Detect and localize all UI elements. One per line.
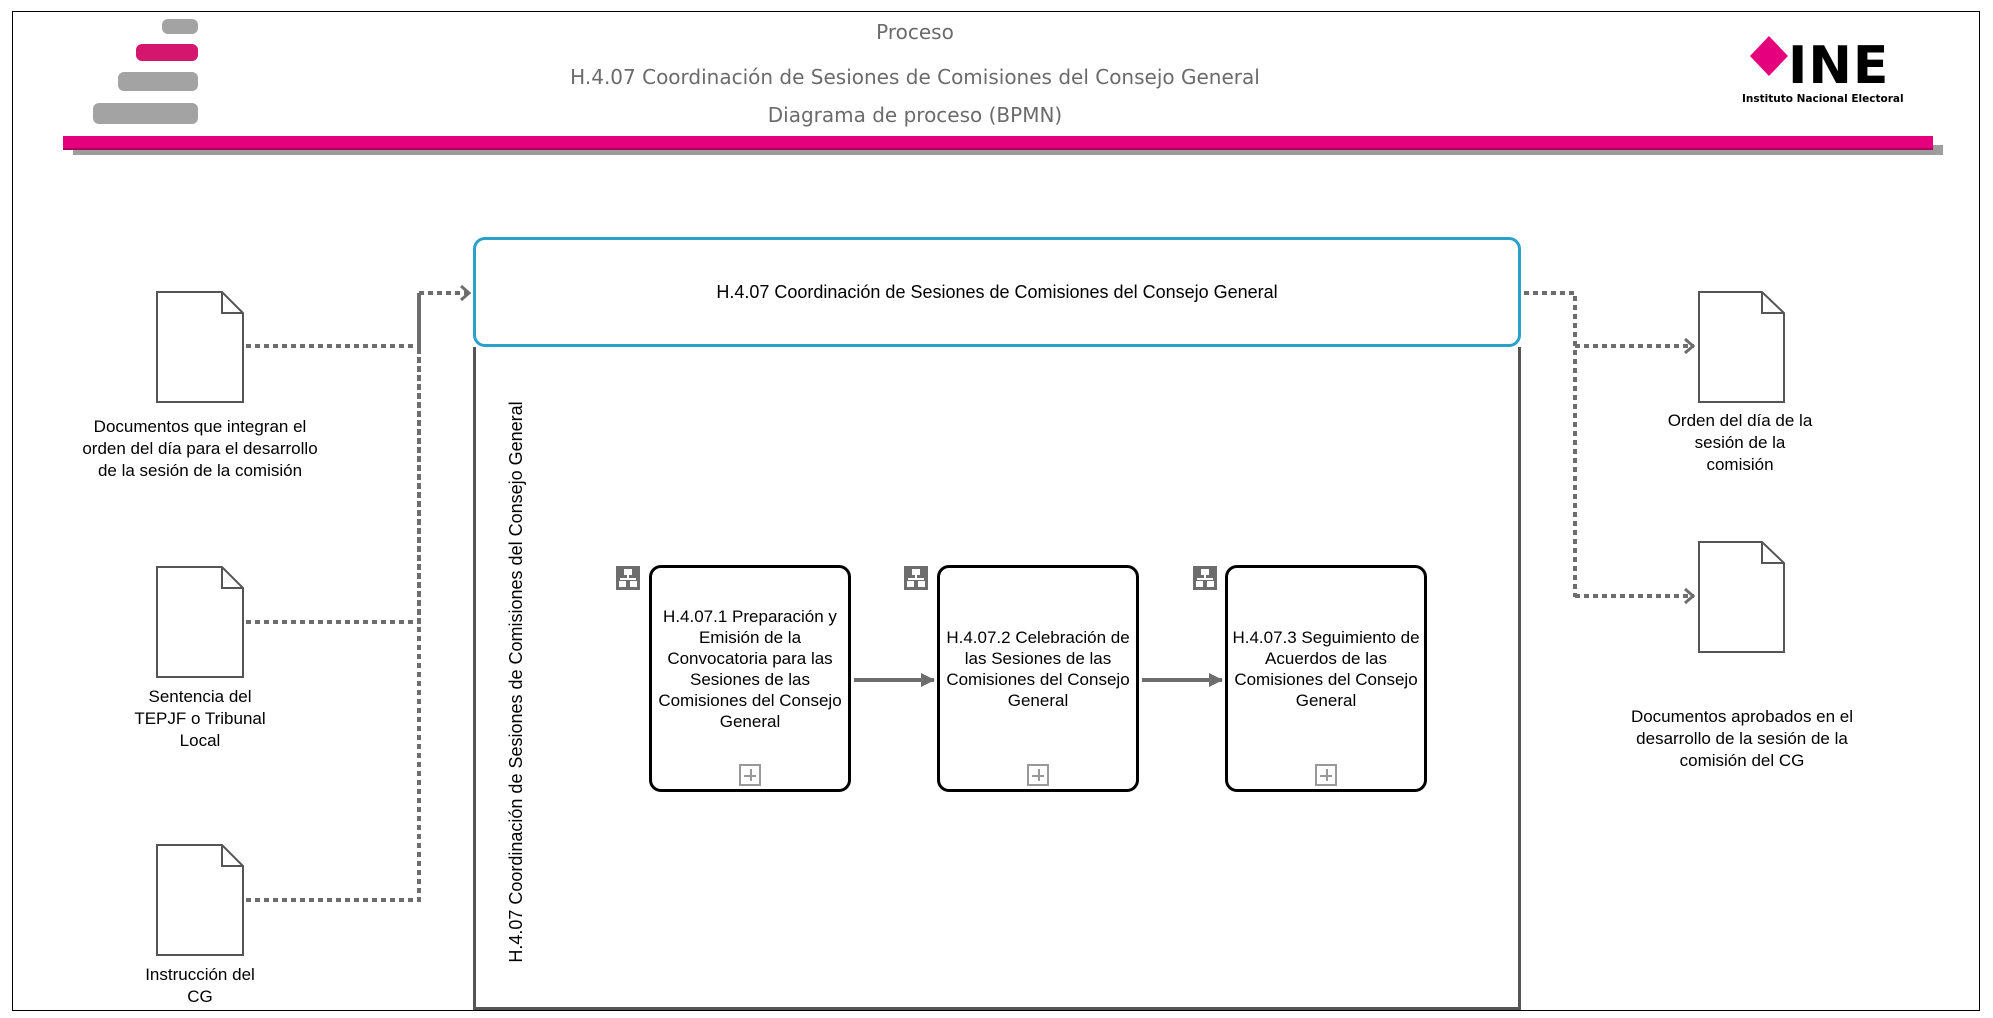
- task-celebracion-sesiones[interactable]: H.4.07.2 Celebración de las Sesiones de …: [937, 565, 1139, 792]
- task-label: H.4.07.1 Preparación y Emisión de la Con…: [658, 606, 842, 731]
- document-icon-input-1: [156, 291, 244, 403]
- input-connector-1: [246, 293, 421, 348]
- output-label-2: Documentos aprobados en el desarrollo de…: [1630, 707, 1854, 770]
- task-seguimiento-acuerdos[interactable]: H.4.07.3 Seguimiento de Acuerdos de las …: [1225, 565, 1427, 792]
- document-icon-output-1: [1698, 291, 1785, 403]
- process-header-label: H.4.07 Coordinación de Sesiones de Comis…: [716, 281, 1278, 302]
- header-band-shadow: [73, 145, 1943, 155]
- subprocess-icon: [904, 566, 928, 590]
- header-diagram-type: Diagrama de proceso (BPMN): [767, 103, 1063, 127]
- document-icon-input-2: [156, 566, 244, 678]
- input-label-3: Instrucción del CG: [145, 965, 255, 1006]
- expand-subprocess-icon[interactable]: [1027, 764, 1049, 786]
- task-label: H.4.07.2 Celebración de las Sesiones de …: [946, 627, 1130, 710]
- subprocess-icon: [1193, 566, 1217, 590]
- process-pool: [473, 347, 1521, 1010]
- process-header-box[interactable]: H.4.07 Coordinación de Sesiones de Comis…: [473, 237, 1521, 347]
- diagram-frame: [12, 11, 1980, 1011]
- header-band: [63, 136, 1933, 150]
- task-preparacion-convocatoria[interactable]: H.4.07.1 Preparación y Emisión de la Con…: [649, 565, 851, 792]
- header-process-name: H.4.07 Coordinación de Sesiones de Comis…: [570, 65, 1260, 89]
- subprocess-icon: [616, 566, 640, 590]
- ine-logo-subtitle: Instituto Nacional Electoral: [1742, 93, 1904, 105]
- expand-subprocess-icon[interactable]: [1315, 764, 1337, 786]
- output-connector-trunk: [1524, 291, 1577, 597]
- header-title: Proceso: [876, 20, 954, 44]
- document-icon-input-3: [156, 844, 244, 956]
- pool-lane-label: H.4.07 Coordinación de Sesiones de Comis…: [506, 401, 526, 963]
- input-connector-3: [246, 293, 421, 902]
- document-icon-output-2: [1698, 541, 1785, 653]
- output-label-1: Orden del día de la sesión de la comisió…: [1667, 411, 1813, 474]
- expand-subprocess-icon[interactable]: [739, 764, 761, 786]
- input-label-1: Documentos que integran el orden del día…: [82, 417, 318, 480]
- ine-logo-text: INE: [1788, 36, 1890, 96]
- task-label: H.4.07.3 Seguimiento de Acuerdos de las …: [1232, 627, 1420, 710]
- input-label-2: Sentencia del TEPJF o Tribunal Local: [134, 687, 266, 750]
